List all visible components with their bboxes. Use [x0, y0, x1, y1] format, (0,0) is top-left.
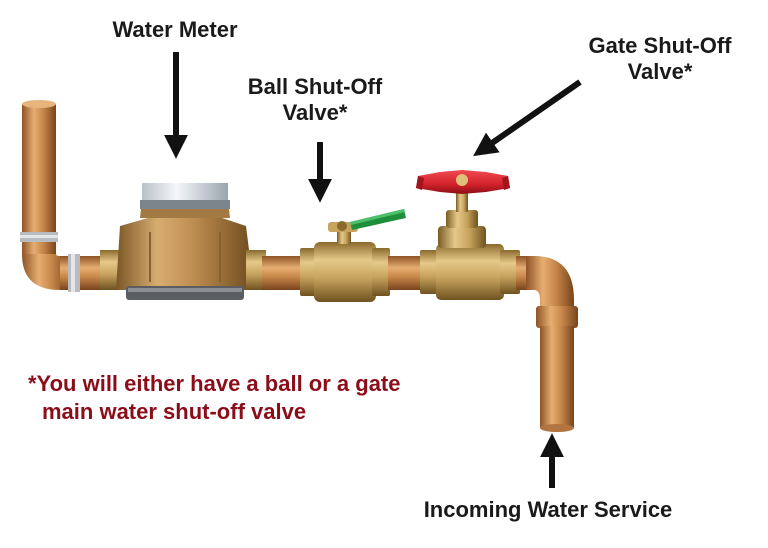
left-riser-pipe [20, 100, 115, 292]
label-ball-line-2: Valve* [282, 100, 348, 125]
ball-shutoff-valve [300, 209, 406, 302]
incoming-service-pipe [516, 256, 578, 432]
footnote: *You will either have a ball or a gate m… [28, 370, 401, 426]
arrow-gate-valve [473, 79, 582, 157]
footnote-line-2: main water shut-off valve [42, 399, 307, 424]
label-gate-line-2: Valve* [627, 59, 693, 84]
label-water-meter: Water Meter [112, 17, 238, 42]
label-ball-line-1: Ball Shut-Off [247, 74, 383, 99]
water-meter [100, 183, 266, 300]
gate-shutoff-valve [416, 170, 520, 300]
label-incoming-water-service: Incoming Water Service [423, 497, 673, 522]
pipe-segment [388, 256, 426, 290]
footnote-line-1: *You will either have a ball or a gate [28, 371, 401, 396]
handwheel-nut [456, 174, 468, 186]
label-ball-shutoff-valve: Ball Shut-Off Valve* [215, 74, 415, 126]
label-gate-line-1: Gate Shut-Off [588, 33, 732, 58]
pipe-segment [262, 256, 302, 290]
label-gate-shutoff-valve: Gate Shut-Off Valve* [560, 33, 760, 85]
valve-stem-nut [337, 221, 347, 231]
